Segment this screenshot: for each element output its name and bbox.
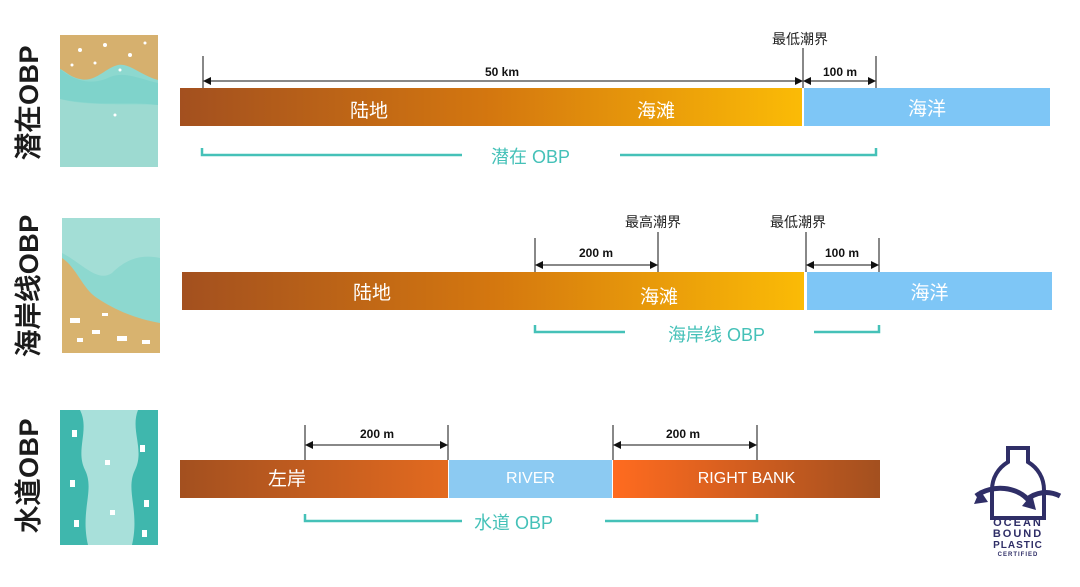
row2-ocean-label: 海洋 [910,282,949,304]
logo-line-bound: BOUND [992,528,1044,540]
row2-ocean-bar: 海洋 [807,272,1052,310]
side-label-text: 海岸线OBP [13,213,44,357]
row2-high-tide-label: 最高潮界 [625,214,681,230]
shoreline-map-illustration [62,218,160,353]
side-label-shoreline-obp: 海岸线OBP [0,210,52,360]
row1-short-dimension: 100 m [823,65,858,79]
row1-main-dimension: 50 km [485,65,520,79]
bottle-arrows-icon [974,446,1062,520]
row2-beach-label: 海滩 [640,287,679,308]
waterway-obp-thumbnail [60,410,158,545]
logo-line-certified: CERTIFIED [997,552,1039,558]
row3-left-dimension: 200 m [360,427,395,441]
row3-obp-label: 水道 OBP [470,509,558,535]
logo-line-ocean: OCEAN [993,517,1043,529]
row2-land-label: 陆地 [353,283,392,304]
row3-left-bank-bar [180,460,448,498]
side-label-waterway-obp: 水道OBP [0,405,52,545]
row3-right-bank-label: RIGHT BANK [697,470,796,487]
row2-obp-label: 海岸线 OBP [664,321,770,347]
logo-line-plastic: PLASTIC [993,540,1043,551]
row3-right-bank-bar: RIGHT BANK [613,460,880,498]
beach-map-illustration [60,35,158,167]
side-label-potential-obp: 潜在OBP [0,35,52,170]
side-label-text: 水道OBP [13,417,44,533]
row1-dimension-lines [202,48,877,88]
row1-ocean-bar: 海洋 [804,88,1050,126]
row2-low-tide-label: 最低潮界 [770,214,826,230]
row3-river-bar: RIVER [449,460,612,498]
row3-right-dimension: 200 m [666,427,701,441]
potential-obp-thumbnail [60,35,158,167]
row1-obp-label: 潜在 OBP [487,143,575,169]
row1-beach-label: 海滩 [637,101,676,122]
row1-land-label: 陆地 [350,101,389,122]
ocean-bound-plastic-logo: OCEAN BOUND PLASTIC CERTIFIED [972,444,1064,576]
side-label-text: 潜在OBP [13,44,44,161]
row2-land-beach-bar [182,272,804,310]
row2-main-dimension: 200 m [579,246,614,260]
row1-ocean-label: 海洋 [907,98,946,120]
row2-short-dimension: 100 m [825,246,860,260]
row3-left-bank-label: 左岸 [268,469,307,490]
logo-wordmark: OCEAN BOUND PLASTIC CERTIFIED [972,518,1064,559]
river-map-illustration [70,410,149,545]
row3-river-label: RIVER [506,470,555,487]
row1-land-beach-bar [180,88,802,126]
row1-low-tide-label: 最低潮界 [772,31,828,47]
shoreline-obp-thumbnail [62,218,160,353]
